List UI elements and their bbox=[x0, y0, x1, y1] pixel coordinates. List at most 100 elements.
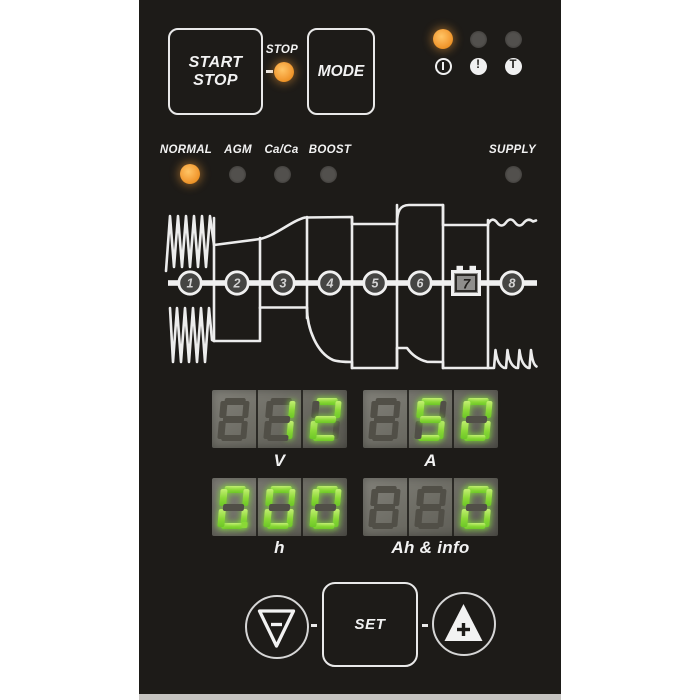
segment-d bbox=[221, 434, 244, 441]
set-button[interactable]: SET bbox=[322, 582, 418, 667]
digit-cell bbox=[452, 390, 498, 448]
digit-cell bbox=[212, 478, 256, 536]
svg-text:7: 7 bbox=[463, 277, 472, 292]
increase-button[interactable] bbox=[432, 592, 496, 656]
temperature-led bbox=[504, 30, 522, 48]
mode-button[interactable]: MODE bbox=[307, 28, 375, 115]
digit-cell bbox=[363, 390, 407, 448]
segment-d bbox=[221, 522, 244, 529]
segment-f bbox=[219, 488, 228, 506]
float-pulse-squiggle bbox=[486, 218, 538, 227]
svg-text:3: 3 bbox=[280, 276, 287, 290]
seven-segment-digit bbox=[368, 397, 401, 441]
digit-cell bbox=[406, 478, 453, 536]
current-unit-label: A bbox=[424, 451, 437, 470]
power-icon-bar bbox=[441, 62, 445, 70]
segment-g bbox=[223, 415, 245, 423]
digit-cell bbox=[301, 390, 347, 448]
segment-d bbox=[418, 522, 440, 529]
error-led bbox=[469, 30, 487, 48]
svg-text:4: 4 bbox=[326, 276, 334, 290]
set-plus-connector-dash bbox=[422, 624, 428, 627]
segment-d bbox=[267, 434, 289, 441]
temperature-icon: T bbox=[504, 57, 522, 75]
digit-cell bbox=[406, 390, 453, 448]
segment-d bbox=[372, 434, 395, 441]
stop-led-connector-dash bbox=[266, 70, 273, 73]
segment-d bbox=[418, 434, 440, 441]
seven-segment-digit bbox=[263, 397, 296, 441]
segment-a bbox=[315, 397, 338, 404]
segment-f bbox=[416, 488, 425, 506]
mode-led-agm bbox=[228, 165, 246, 183]
segment-g bbox=[268, 503, 291, 511]
step-6-marker: 6 bbox=[407, 270, 433, 296]
segment-b bbox=[392, 400, 401, 418]
mode-label-normal: NORMAL bbox=[159, 144, 213, 156]
digit-cell bbox=[212, 390, 256, 448]
step-2-marker: 2 bbox=[224, 270, 250, 296]
seven-segment-digit bbox=[217, 485, 250, 529]
segment-b bbox=[438, 488, 447, 506]
segment-a bbox=[315, 485, 338, 492]
segment-b bbox=[333, 400, 342, 418]
segment-f bbox=[310, 400, 319, 418]
segment-b bbox=[287, 488, 296, 506]
time-unit-label: h bbox=[274, 538, 285, 557]
mode-label-caca: Ca/Ca bbox=[264, 144, 299, 156]
start-stop-label-line1: START bbox=[188, 54, 243, 72]
segment-f bbox=[370, 488, 379, 506]
seven-segment-digit bbox=[414, 397, 447, 441]
segment-f bbox=[461, 400, 470, 418]
mode-label-agm: AGM bbox=[224, 144, 252, 156]
mode-led-supply bbox=[504, 165, 522, 183]
error-icon: ! bbox=[469, 57, 487, 75]
segment-b bbox=[484, 488, 493, 506]
segment-g bbox=[419, 503, 442, 511]
current-display bbox=[363, 390, 498, 448]
triangle-down-minus-icon bbox=[257, 609, 296, 648]
segment-b bbox=[438, 400, 447, 418]
voltage-unit-label: V bbox=[273, 451, 286, 470]
voltage-display bbox=[212, 390, 347, 448]
seven-segment-digit bbox=[414, 485, 447, 529]
current-pulses bbox=[486, 348, 538, 370]
mode-label-boost: BOOST bbox=[308, 144, 352, 156]
step-5-marker: 5 bbox=[362, 270, 388, 296]
segment-f bbox=[265, 400, 274, 418]
decimal-point bbox=[241, 521, 249, 528]
segment-g bbox=[374, 503, 396, 511]
segment-a bbox=[466, 397, 489, 404]
svg-text:6: 6 bbox=[417, 276, 425, 290]
segment-f bbox=[310, 488, 319, 506]
start-stop-label-line2: STOP bbox=[193, 71, 238, 89]
segment-f bbox=[416, 400, 425, 418]
step-timeline-bar bbox=[168, 280, 537, 286]
current-curve bbox=[168, 306, 490, 370]
step-3-marker: 3 bbox=[270, 270, 296, 296]
decrease-button[interactable] bbox=[245, 595, 309, 659]
stop-indicator-label: STOP bbox=[265, 44, 299, 56]
segment-e bbox=[309, 508, 318, 526]
segment-f bbox=[461, 488, 470, 506]
segment-f bbox=[219, 400, 228, 418]
segment-e bbox=[460, 508, 469, 526]
digit-cell bbox=[255, 478, 302, 536]
stop-led bbox=[274, 62, 294, 82]
start-stop-button[interactable]: START STOP bbox=[168, 28, 263, 115]
step-4-marker: 4 bbox=[317, 270, 343, 296]
segment-f bbox=[370, 400, 379, 418]
ah-info-unit-label: Ah & info bbox=[391, 538, 470, 557]
segment-g bbox=[314, 503, 336, 511]
step-7-battery-marker: 7 bbox=[451, 265, 481, 296]
time-display bbox=[212, 478, 347, 536]
voltage-curve bbox=[164, 203, 490, 273]
seven-segment-digit bbox=[460, 397, 493, 441]
segment-g bbox=[223, 503, 245, 511]
segment-b bbox=[287, 400, 296, 418]
charge-curves bbox=[164, 203, 538, 370]
segment-b bbox=[241, 488, 250, 506]
step-1-marker: 1 bbox=[177, 270, 203, 296]
svg-text:1: 1 bbox=[187, 276, 194, 290]
